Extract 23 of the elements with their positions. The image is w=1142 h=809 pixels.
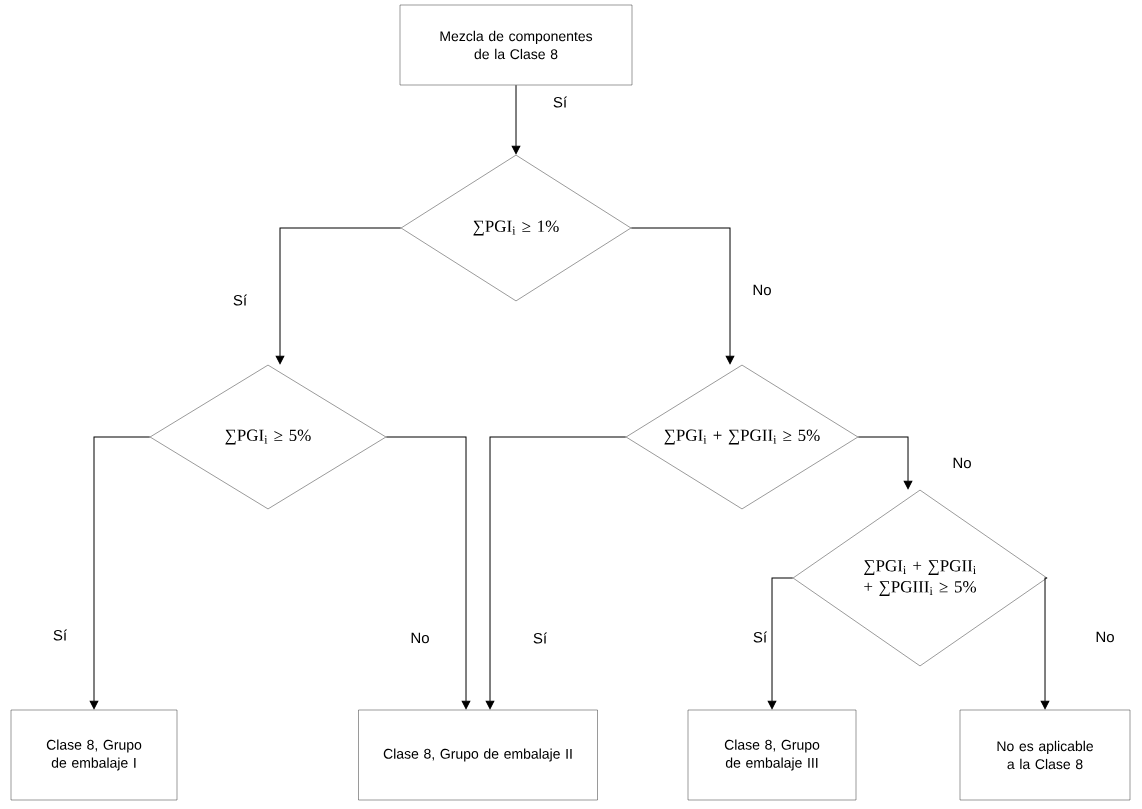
arrow xyxy=(485,436,627,710)
edge-label: No xyxy=(1096,631,1114,643)
edge-label: Sí xyxy=(533,632,547,644)
process-box: Clase 8, Grupo de embalaje III xyxy=(687,709,857,801)
arrow xyxy=(1040,577,1050,710)
process-box: No es aplicable a la Clase 8 xyxy=(959,709,1131,801)
process-box: Mezcla de componentes de la Clase 8 xyxy=(399,4,633,86)
arrow xyxy=(630,227,735,365)
process-box: Clase 8, Grupo de embalaje I xyxy=(10,709,178,801)
edge-label: Sí xyxy=(53,629,67,641)
arrow xyxy=(767,577,794,710)
edge-label: Sí xyxy=(753,631,767,643)
arrow xyxy=(89,436,151,710)
arrow xyxy=(511,84,521,155)
arrow xyxy=(385,436,471,710)
edge-label: Sí xyxy=(233,294,247,306)
edge-label: No xyxy=(411,632,429,644)
arrow xyxy=(857,436,913,490)
arrow xyxy=(275,227,402,365)
process-box: Clase 8, Grupo de embalaje II xyxy=(358,709,598,801)
edge-label: No xyxy=(753,284,771,296)
edge-label: Sí xyxy=(553,96,567,108)
edge-label: No xyxy=(953,457,971,469)
